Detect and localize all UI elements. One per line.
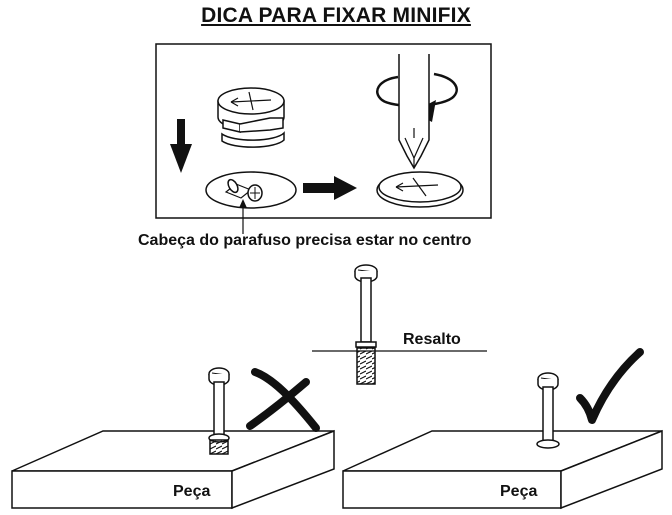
hole-with-screw bbox=[205, 171, 297, 209]
minifix-screw-reference bbox=[354, 264, 378, 385]
caption-pointer-arrowhead bbox=[239, 199, 247, 208]
screwdriver-icon bbox=[398, 54, 430, 170]
down-arrow-icon bbox=[170, 119, 192, 173]
screw-head-caption: Cabeça do parafuso precisa estar no cent… bbox=[138, 232, 472, 249]
left-screw bbox=[208, 367, 230, 455]
right-screw bbox=[536, 372, 560, 449]
right-arrow-icon bbox=[303, 176, 357, 200]
page-title: DICA PARA FIXAR MINIFIX bbox=[201, 4, 471, 27]
wrong-mark-icon bbox=[246, 368, 320, 432]
left-board bbox=[11, 429, 335, 510]
right-board bbox=[342, 429, 663, 510]
step-label: Resalto bbox=[403, 331, 461, 348]
minifix-cam bbox=[217, 87, 285, 148]
piece-label-left: Peça bbox=[173, 483, 211, 500]
piece-label-right: Peça bbox=[500, 483, 538, 500]
correct-mark-icon bbox=[576, 348, 644, 424]
mounted-cam bbox=[376, 171, 464, 208]
